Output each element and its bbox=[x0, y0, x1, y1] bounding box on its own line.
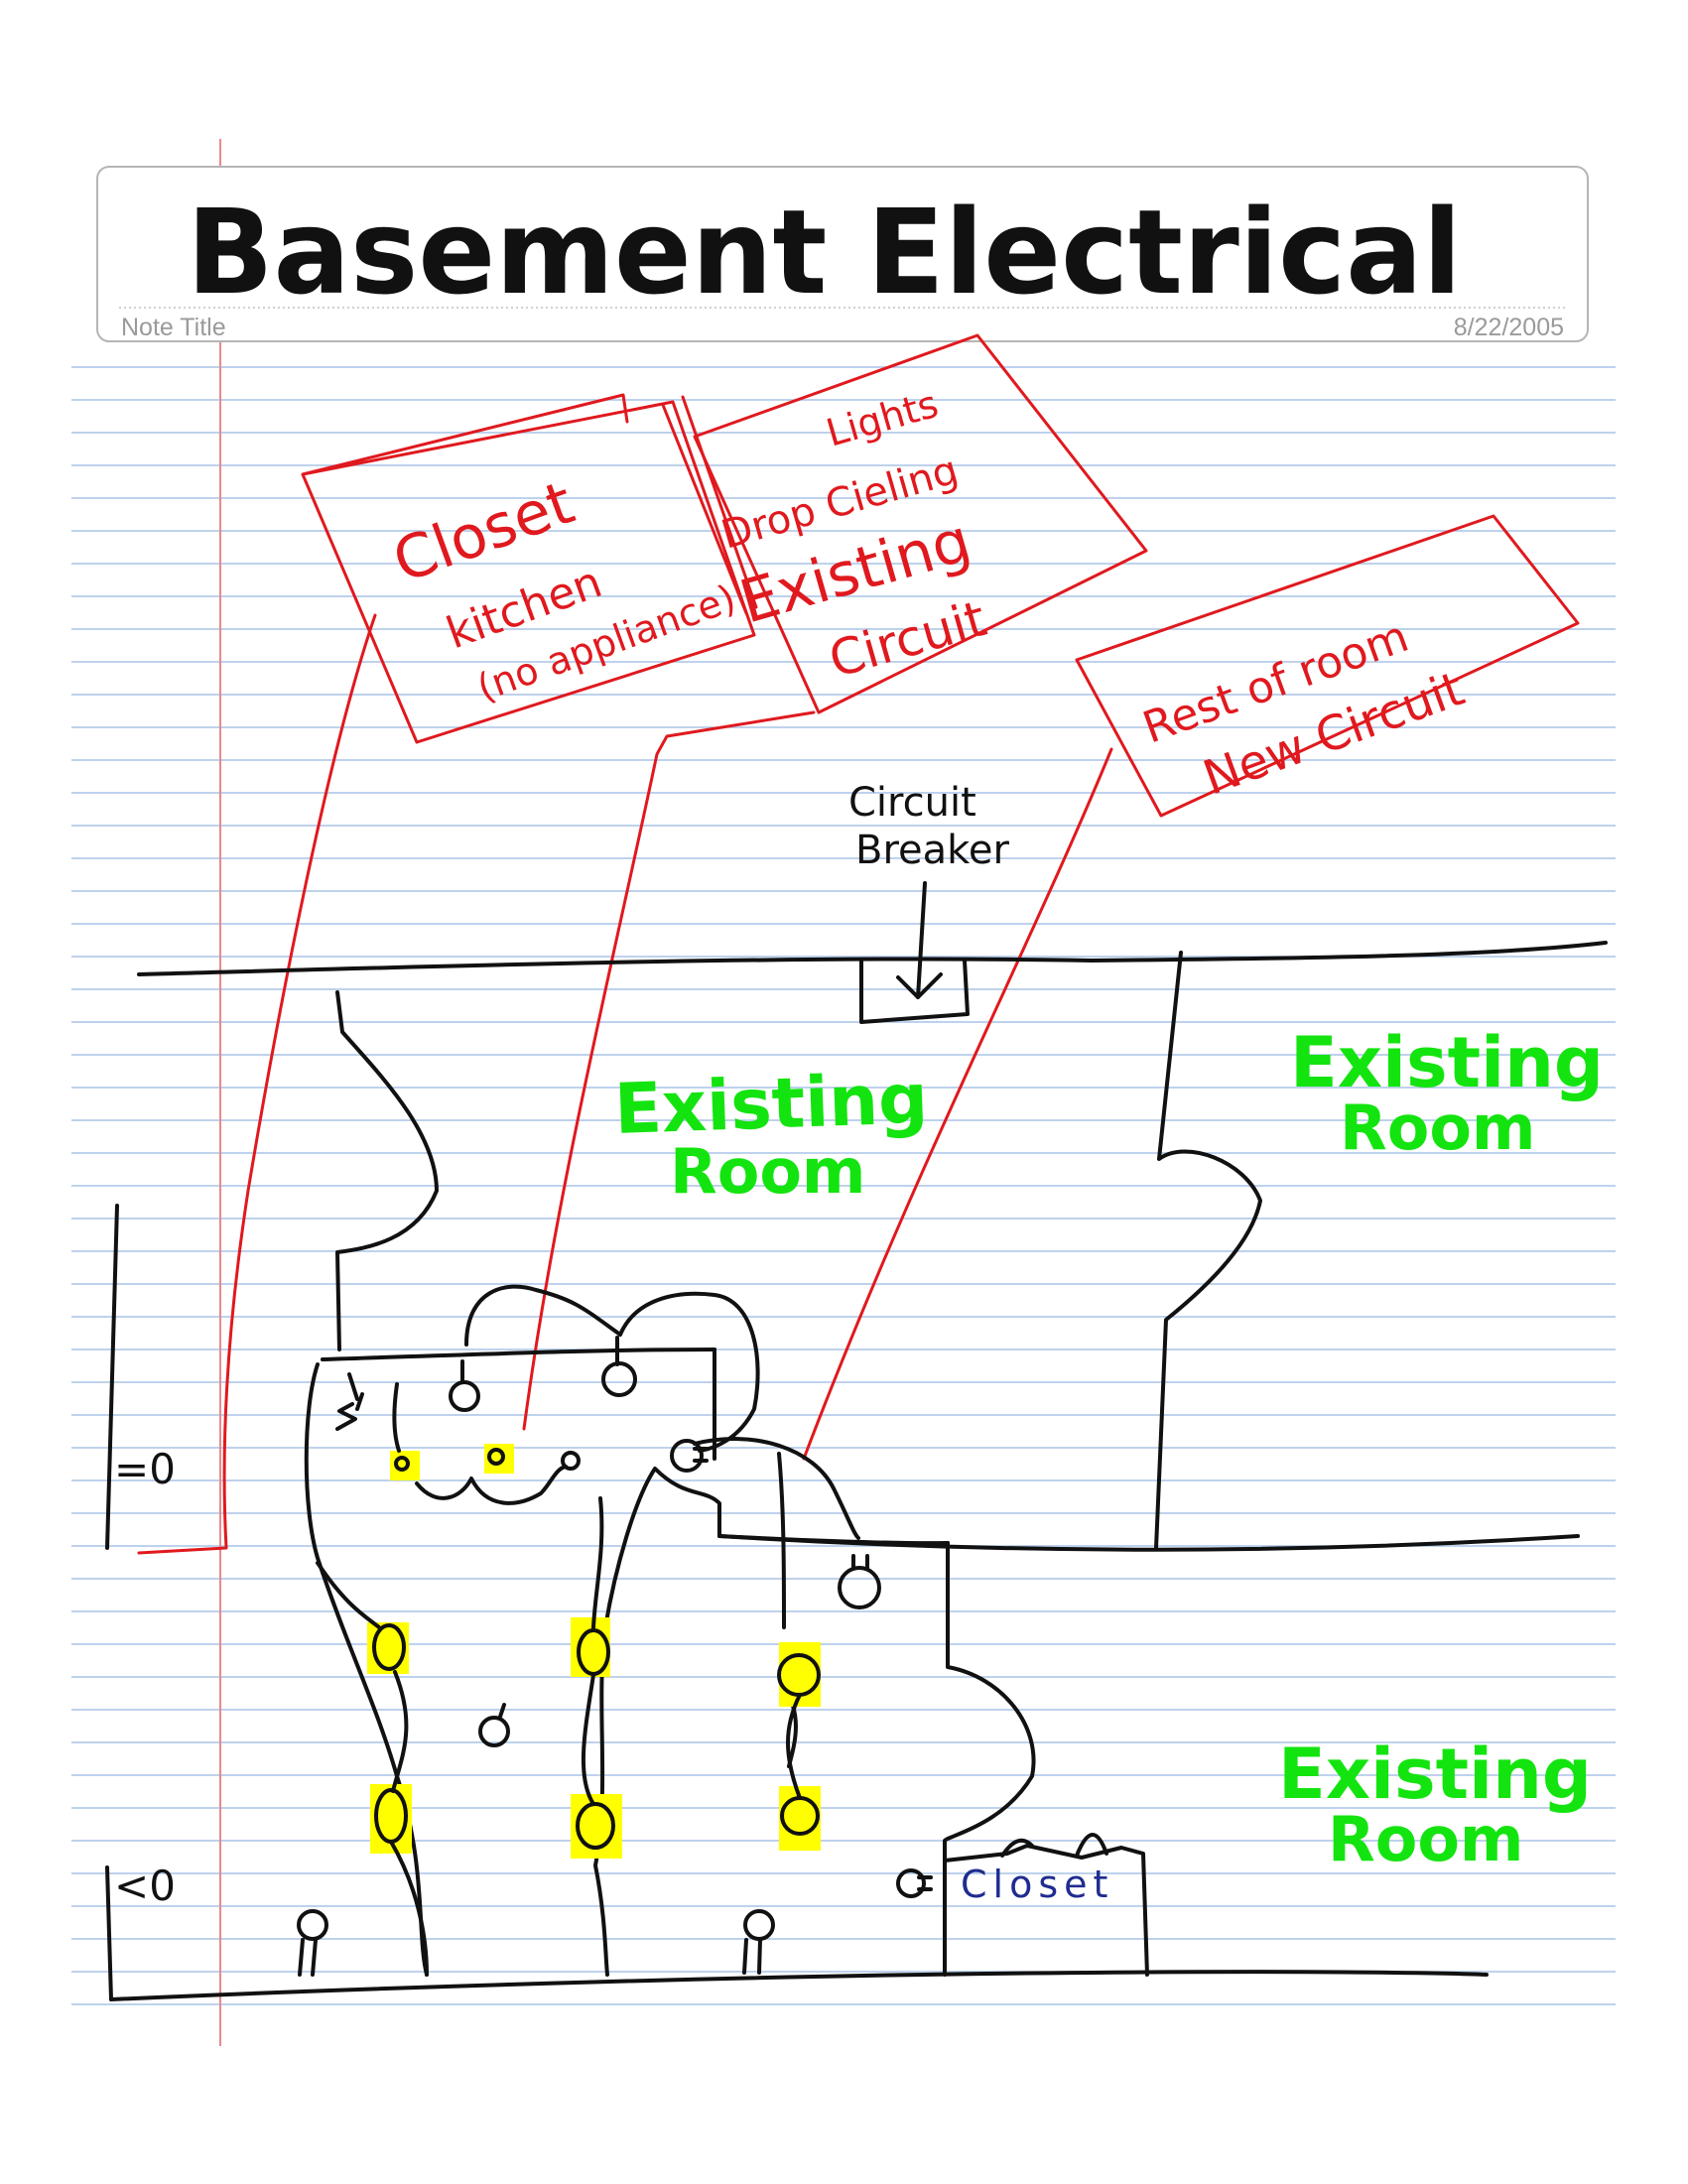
svg-text:Room: Room bbox=[1340, 1092, 1536, 1164]
recessed-light-1 bbox=[367, 1622, 409, 1674]
existing-room-label-1: Existing Room bbox=[613, 1058, 930, 1208]
note-title-label: Note Title bbox=[121, 314, 226, 341]
recessed-light-5 bbox=[571, 1794, 622, 1859]
outlet-right-lower bbox=[838, 1554, 881, 1609]
rest-of-room-box: Rest of room New Circuit bbox=[1075, 514, 1580, 818]
wall-outlet-upper: =0 bbox=[114, 1445, 176, 1493]
svg-text:Room: Room bbox=[1328, 1803, 1524, 1875]
ceiling-light-2 bbox=[601, 1336, 637, 1397]
breaker-line2: Breaker bbox=[855, 828, 1009, 873]
note-date: 8/22/2005 bbox=[1454, 314, 1564, 341]
title-box: Basement Electrical Note Title 8/22/2005 bbox=[96, 166, 1589, 342]
ceiling-light-1 bbox=[449, 1359, 480, 1412]
outlet-closet bbox=[896, 1868, 933, 1898]
floor-outlet-2 bbox=[742, 1909, 775, 1975]
ruled-lines bbox=[71, 366, 1616, 2005]
lights-existing-circuit-box: Lights Drop Cieling Existing Circuit bbox=[661, 333, 1148, 714]
closet-kitchen-box: Closet kitchen (no appliance) bbox=[301, 393, 756, 744]
svg-text:Room: Room bbox=[670, 1135, 866, 1208]
svg-text:Existing: Existing bbox=[1290, 1022, 1604, 1103]
svg-text:<0: <0 bbox=[114, 1862, 176, 1910]
circuit-breaker-panel bbox=[859, 881, 970, 1024]
outlet-right bbox=[670, 1439, 709, 1473]
existing-room-label-2: Existing Room bbox=[1290, 1022, 1604, 1164]
svg-text:Existing: Existing bbox=[613, 1058, 930, 1150]
floor-outlet-center bbox=[478, 1703, 510, 1747]
closet-label: Closet bbox=[961, 1863, 1113, 1906]
red-leader-lines bbox=[137, 613, 1113, 1555]
floor-plan: =0 <0 bbox=[105, 941, 1608, 2001]
small-lights-row bbox=[390, 1382, 581, 1505]
circuit-breaker-label: Circuit Breaker bbox=[848, 780, 1009, 873]
lights-box-line1: Lights bbox=[822, 382, 943, 455]
svg-text:=0: =0 bbox=[114, 1445, 176, 1493]
note-title: Basement Electrical bbox=[187, 184, 1462, 321]
floor-outlet-1 bbox=[297, 1909, 328, 1977]
breaker-line1: Circuit bbox=[848, 780, 976, 826]
recessed-light-2 bbox=[571, 1617, 610, 1677]
wall-outlet-lower: <0 bbox=[114, 1862, 176, 1910]
switch-symbol bbox=[335, 1372, 364, 1431]
svg-text:Existing: Existing bbox=[1278, 1734, 1592, 1815]
existing-room-label-3: Existing Room bbox=[1278, 1734, 1592, 1875]
